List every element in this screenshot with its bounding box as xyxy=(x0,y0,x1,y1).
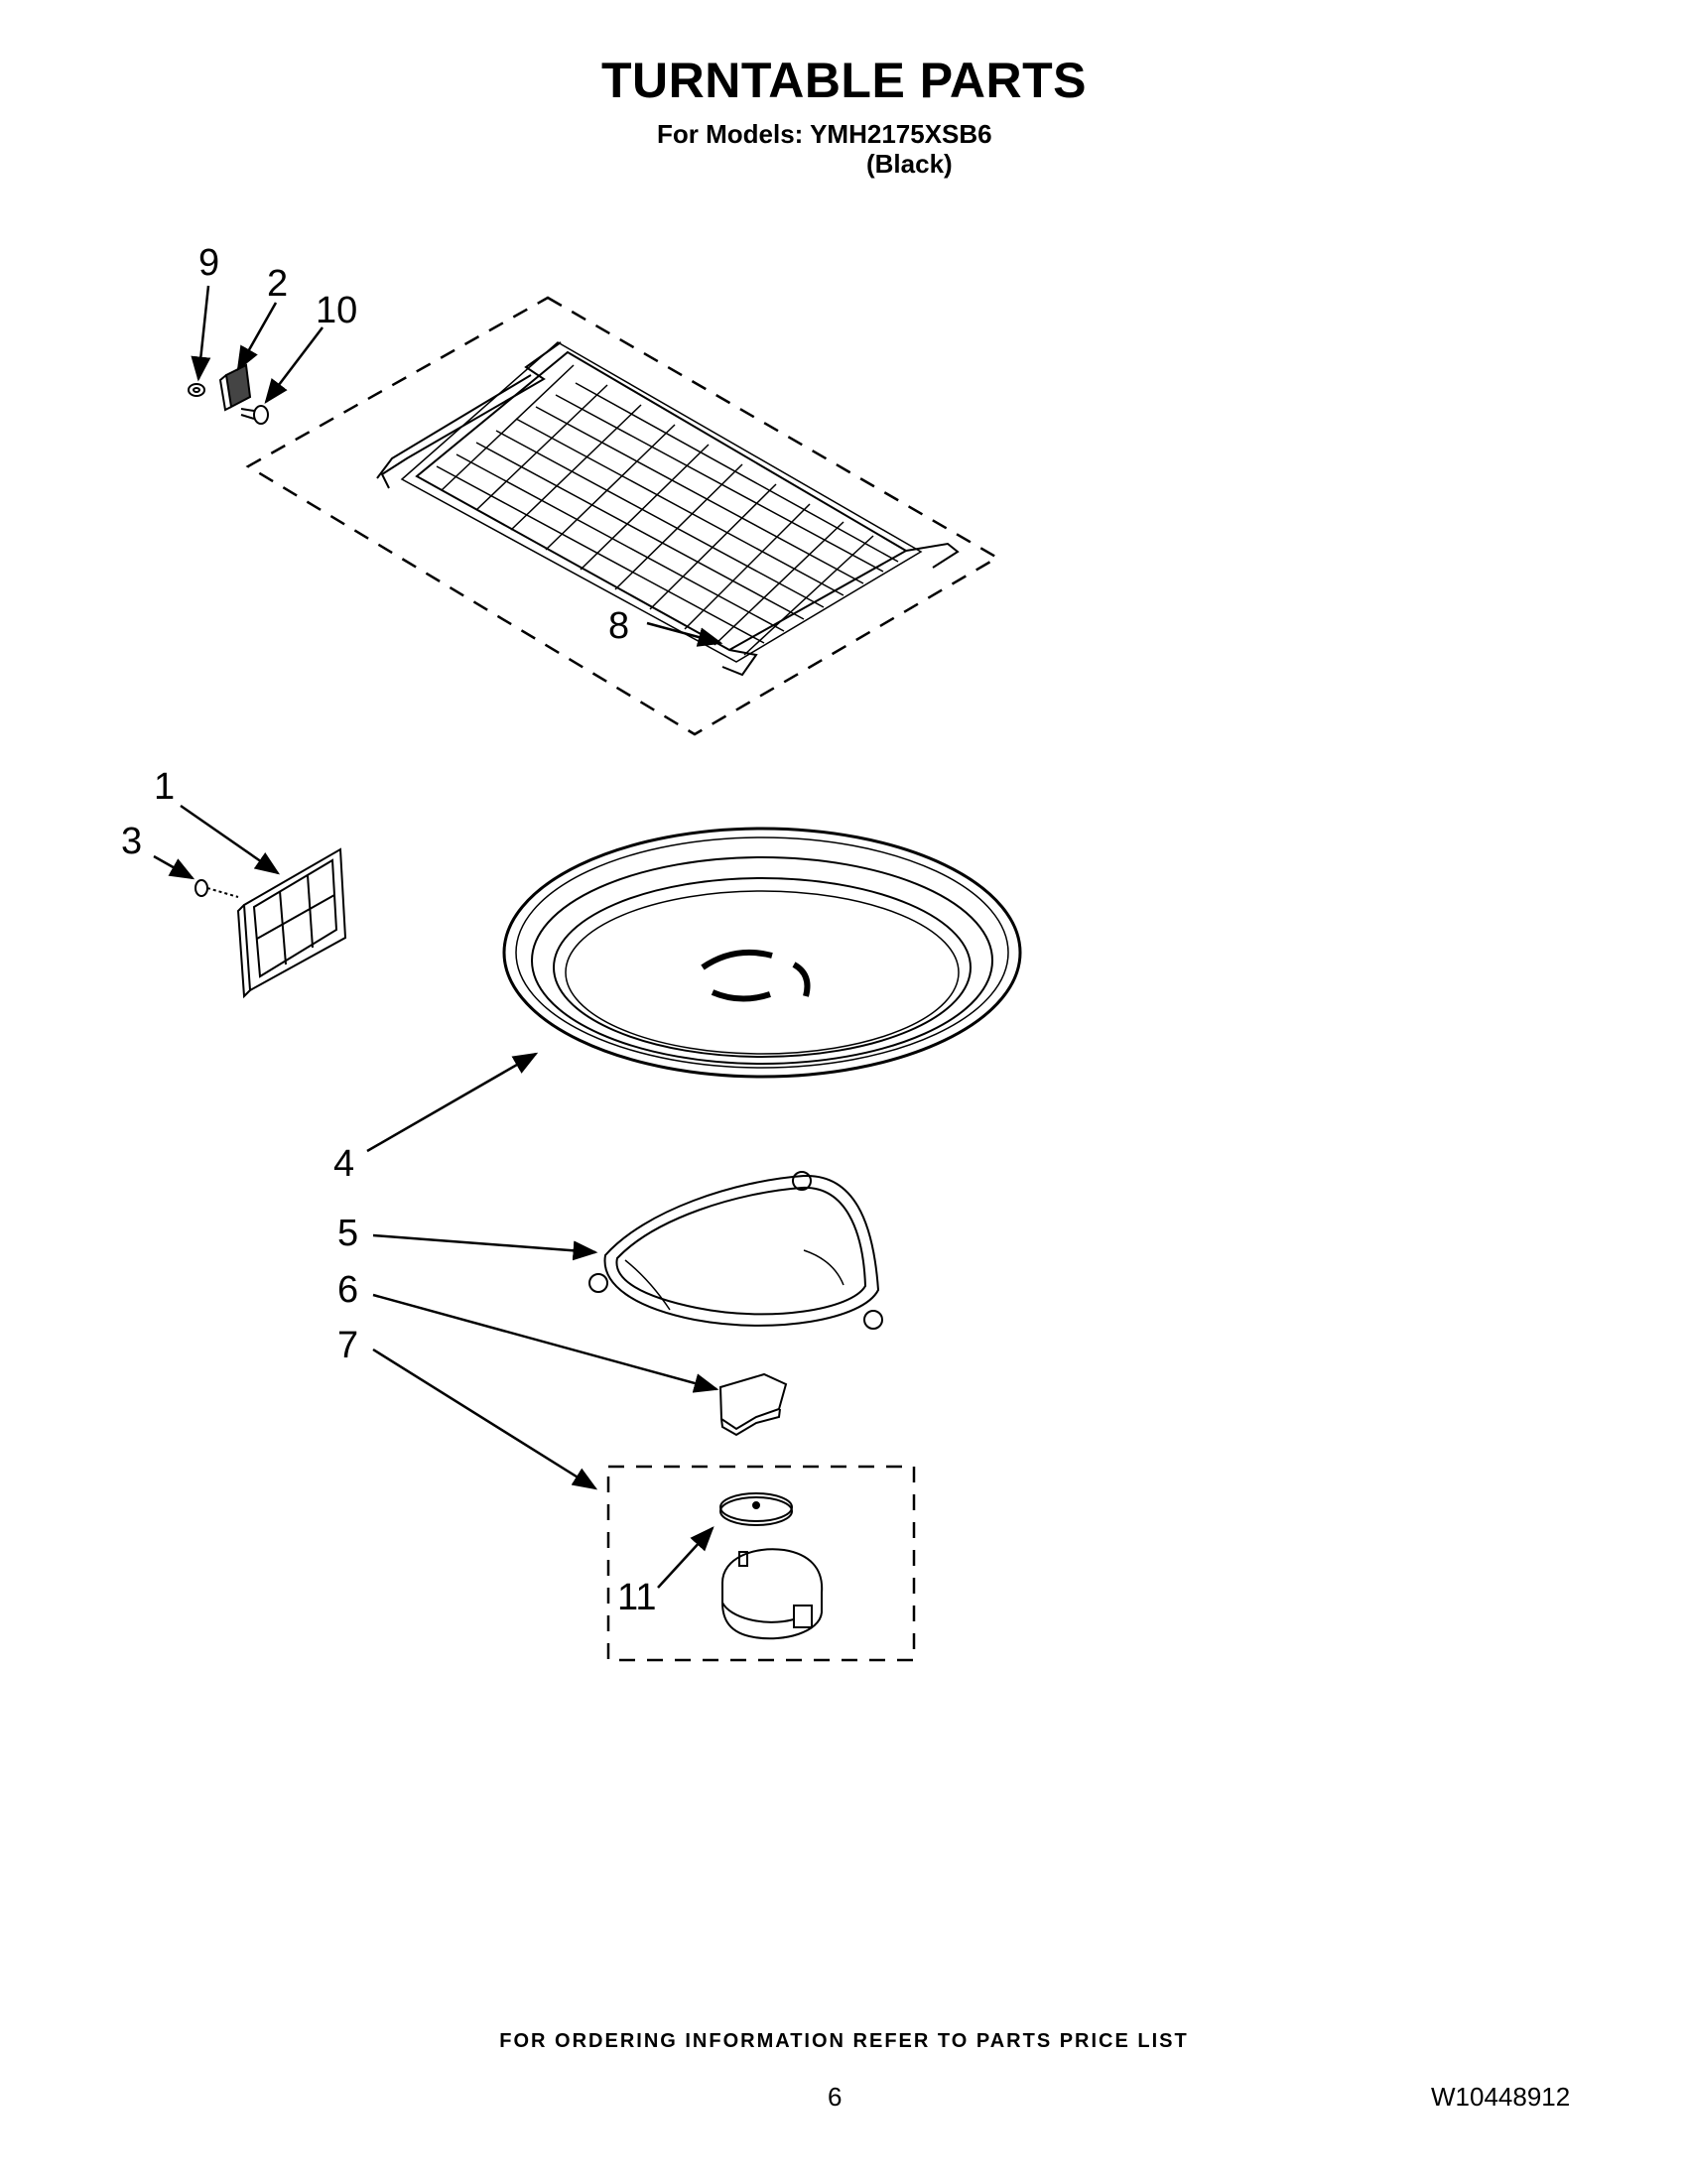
waveguide-cover xyxy=(236,847,347,999)
color-line: (Black) xyxy=(866,149,953,179)
leader-9 xyxy=(191,285,211,382)
document-number: W10448912 xyxy=(1431,2082,1571,2112)
leader-10 xyxy=(264,326,324,404)
page-title: TURNTABLE PARTS xyxy=(601,53,1087,108)
callout-8: 8 xyxy=(608,605,629,647)
ordering-note: FOR ORDERING INFORMATION REFER TO PARTS … xyxy=(499,2030,1189,2052)
callout-9: 9 xyxy=(198,242,219,284)
roller-ring xyxy=(588,1171,883,1330)
callout-4: 4 xyxy=(333,1143,354,1185)
leader-4 xyxy=(366,1052,539,1153)
turntable-tray xyxy=(502,827,1022,1079)
models-line: For Models: YMH2175XSB6 xyxy=(657,119,992,149)
motor-disc xyxy=(719,1492,793,1526)
rack-dashed-outline xyxy=(245,296,1000,736)
leader-5 xyxy=(372,1233,598,1261)
leader-7 xyxy=(372,1348,598,1490)
callout-1: 1 xyxy=(154,766,175,808)
turntable-motor xyxy=(721,1548,824,1640)
callout-5: 5 xyxy=(337,1213,358,1254)
callout-2: 2 xyxy=(267,263,288,305)
leader-3 xyxy=(153,854,195,880)
leader-6 xyxy=(372,1293,719,1393)
leader-11 xyxy=(657,1526,714,1589)
callout-3: 3 xyxy=(121,821,142,862)
coupler xyxy=(718,1372,788,1437)
motor-dashed-outline xyxy=(606,1465,916,1662)
callout-10: 10 xyxy=(316,290,357,331)
stud-part xyxy=(240,405,269,425)
washer-part xyxy=(188,383,205,397)
screw-part xyxy=(195,879,239,898)
callout-7: 7 xyxy=(337,1325,358,1366)
leader-2 xyxy=(236,302,278,372)
leader-lines xyxy=(153,285,723,1589)
leader-8 xyxy=(646,621,723,647)
callout-6: 6 xyxy=(337,1269,358,1311)
leader-1 xyxy=(180,804,281,875)
wire-rack xyxy=(376,341,960,677)
bracket-part xyxy=(218,363,252,412)
callout-11: 11 xyxy=(617,1577,656,1618)
page-number: 6 xyxy=(828,2082,843,2112)
